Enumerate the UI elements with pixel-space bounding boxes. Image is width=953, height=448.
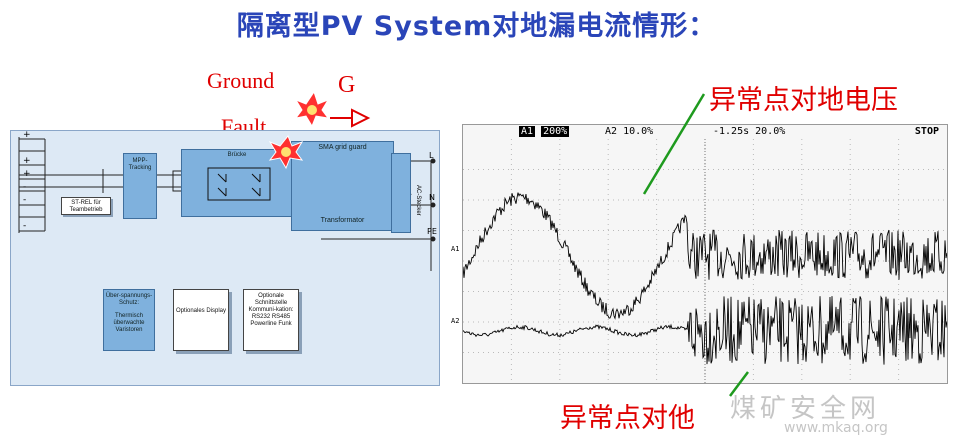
oscilloscope-screen: A1 200% A2 10.0% -1.25s 20.0% STOP A1 A2 [451, 124, 948, 384]
relay-block [391, 153, 411, 233]
ch1-scale: 200% [541, 126, 570, 137]
mpp-tracking-label: MPP-Tracking [128, 158, 152, 171]
watermark-url: www.mkaq.org [784, 420, 888, 436]
plus-mark: + [23, 130, 31, 140]
marker-a1: A1 [451, 245, 460, 253]
transformator-label: Transformator [320, 217, 365, 224]
minus-mark: - [23, 221, 27, 231]
terminal-l: L [429, 151, 434, 160]
minus-mark: - [23, 182, 27, 192]
schnitt-label-1: Optionale Schnittstelle Kommuni-kation: [248, 293, 294, 313]
marker-a2: A2 [451, 317, 460, 325]
terminal-n: N [429, 193, 435, 202]
inverter-schematic: + + + - - - MPP-Tracking Brücke SMA grid… [10, 130, 440, 386]
scope-state: STOP [914, 126, 939, 137]
plus-mark: + [23, 169, 31, 179]
voltage-label: 异常点对地电压 [709, 85, 898, 116]
mpp-tracking-block: MPP-Tracking [123, 153, 157, 219]
bridge-diodes-icon [207, 167, 271, 201]
watermark-brand: 煤矿安全网 [730, 394, 881, 424]
sma-grid-guard-block: SMA grid guard Transformator [291, 141, 394, 231]
ch1-header: A1 200% [519, 126, 570, 137]
current-pointer [729, 371, 749, 397]
timebase-readout: -1.25s 20.0% [713, 126, 786, 137]
g-label: G [338, 72, 356, 98]
voltage-pointer [642, 93, 706, 195]
bruecke-label: Brücke [227, 152, 247, 158]
scope-trace-area [463, 139, 947, 383]
ch2-label: A2 [605, 126, 618, 137]
plus-mark: + [23, 156, 31, 166]
fault-burst-icon [268, 90, 328, 170]
schnitt-label-2: RS232 RS485 Powerline Funk [250, 314, 292, 327]
ch1-label: A1 [519, 126, 536, 137]
ueber-label-1: Über-spannungs-Schutz: [105, 293, 153, 306]
trace-a2 [463, 295, 947, 365]
current-label: 异常点对他 [560, 403, 695, 434]
optionales-display-box: Optionales Display [173, 289, 229, 351]
ground-label: Ground [207, 68, 275, 93]
ch2-scale: 10.0% [623, 126, 654, 137]
sma-label: SMA grid guard [318, 144, 367, 151]
minus-mark: - [23, 195, 27, 205]
st-rel-box: ST-REL für Teambetrieb [61, 197, 111, 215]
slide-title: 隔离型PV System对地漏电流情形： [236, 11, 717, 42]
trace-a1 [463, 192, 947, 320]
ch2-header: A2 10.0% [605, 126, 653, 137]
terminal-pe: PE [427, 227, 437, 236]
ground-arrow-icon [330, 108, 371, 128]
schnittstelle-box: Optionale Schnittstelle Kommuni-kation: … [243, 289, 299, 351]
ueberspannung-block: Über-spannungs-Schutz: Thermisch überwac… [103, 289, 155, 351]
ac-stecker-label: AC-Stecker [415, 185, 421, 216]
ueber-label-2: Thermisch überwachte Varistoren [113, 313, 145, 333]
